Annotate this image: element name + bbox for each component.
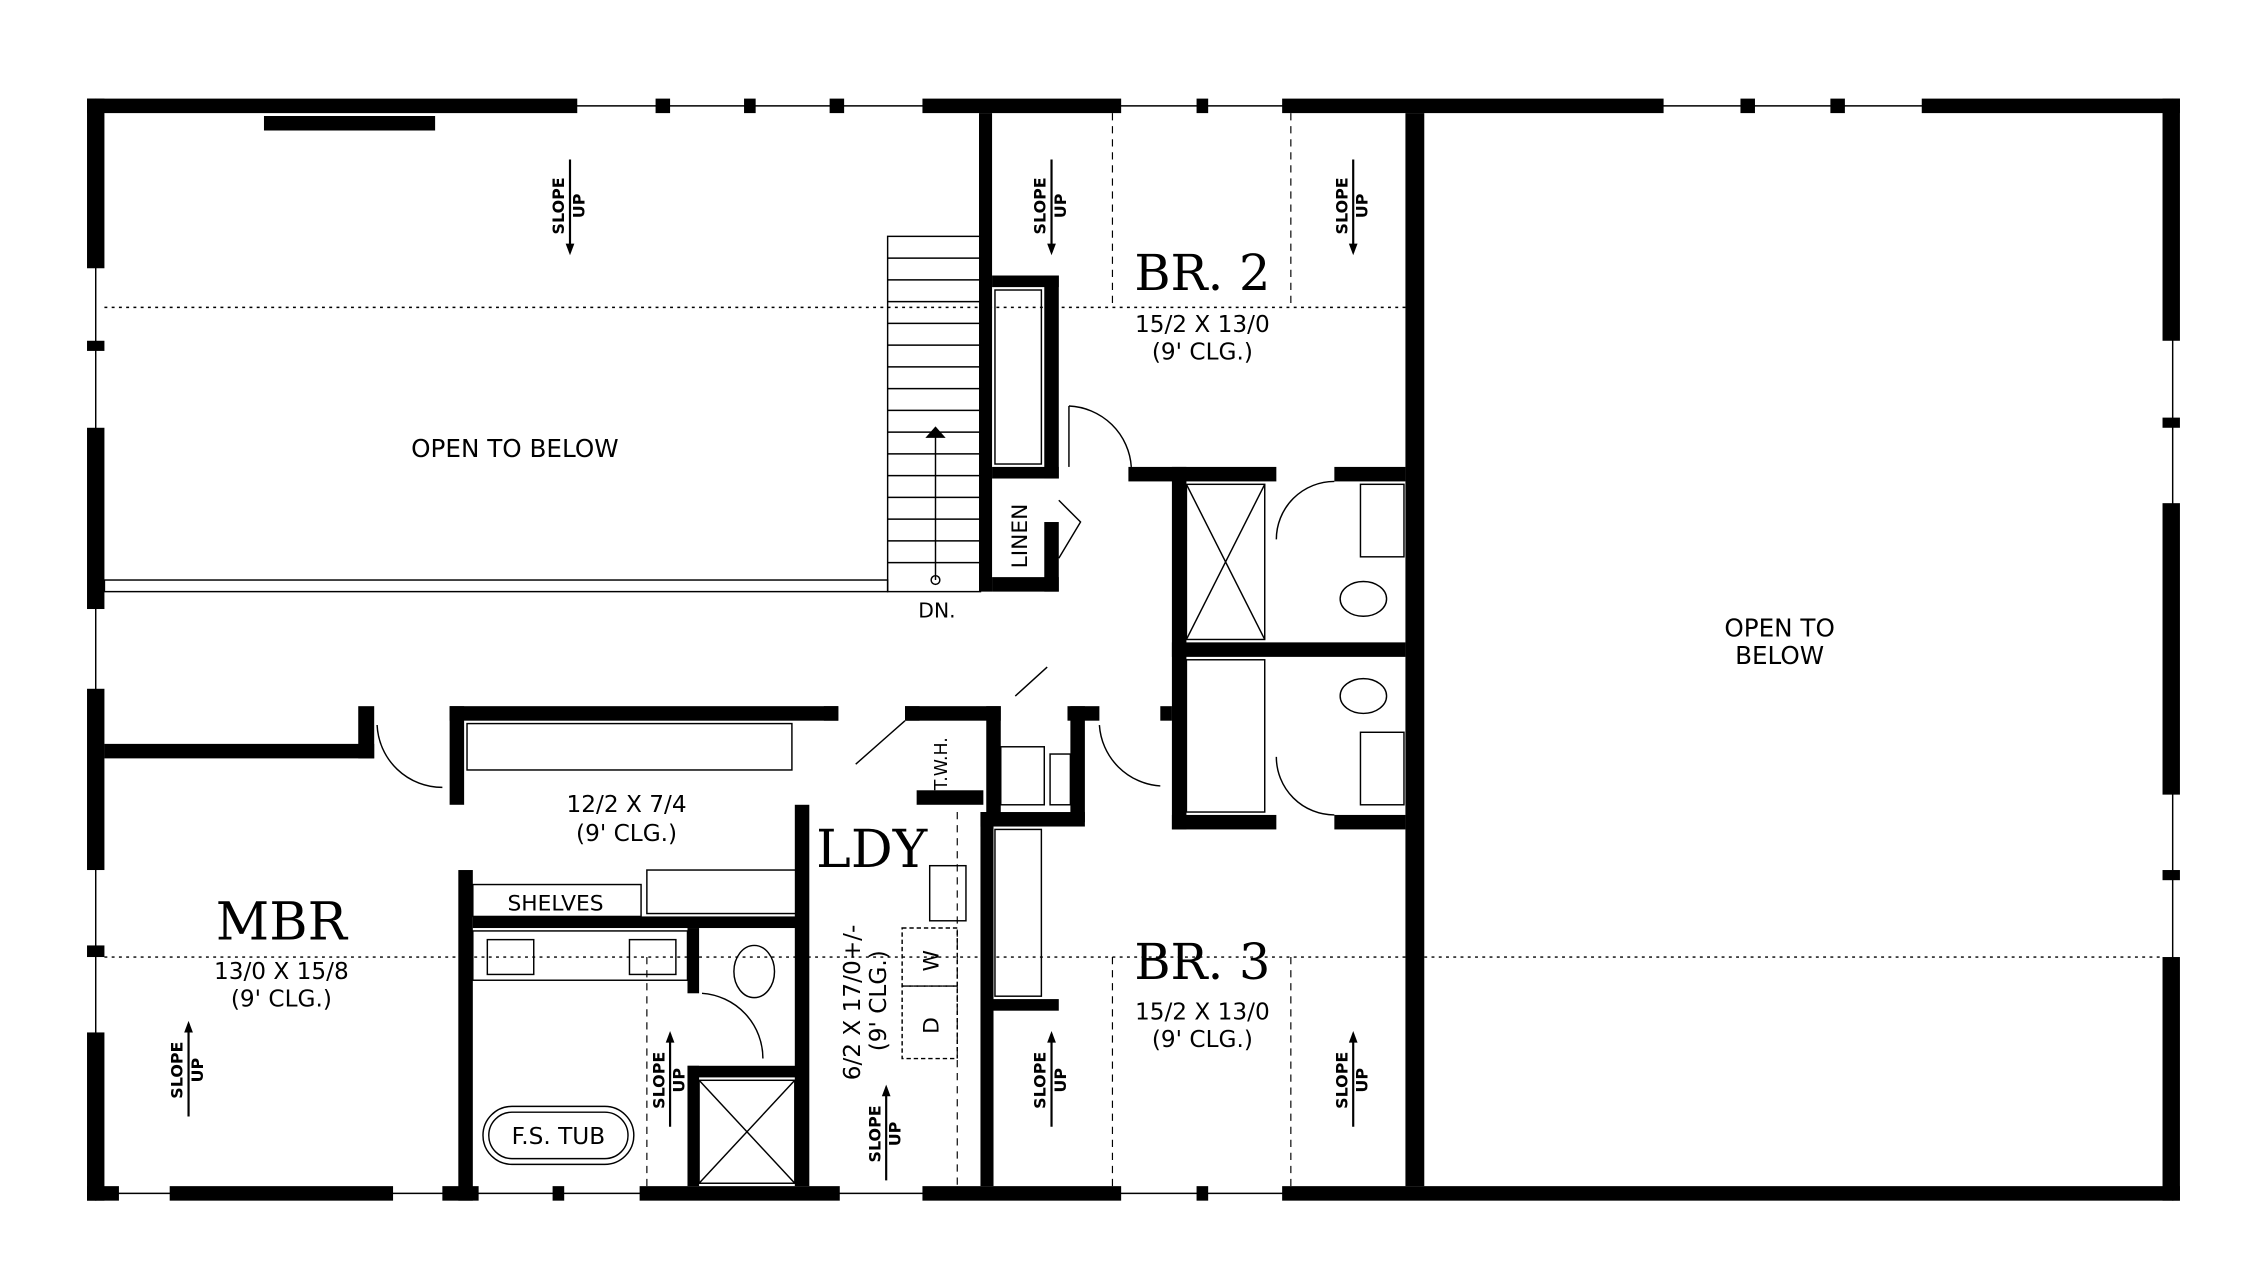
br3-name: BR. 3 [1134,933,1270,991]
svg-text:UP: UP [1353,193,1372,218]
svg-text:SLOPE: SLOPE [1332,177,1351,234]
shelves-label: SHELVES [507,892,603,917]
svg-text:UP: UP [188,1058,207,1083]
arrow-icon [1348,243,1358,256]
stairs-dn-label: DN. [918,599,955,623]
arrow-icon [1047,1030,1056,1043]
ldy-name: LDY [816,820,928,880]
open-to-below-left: OPEN TO BELOW [411,434,618,463]
svg-text:SLOPE: SLOPE [649,1052,668,1109]
svg-text:SLOPE: SLOPE [1031,177,1050,234]
mbr-dims: 13/0 X 15/8 [214,958,349,985]
svg-text:SLOPE: SLOPE [1332,1052,1351,1109]
ldy-clg: (9' CLG.) [865,950,892,1051]
open-to-below-right-2: BELOW [1735,641,1824,670]
mbr-name: MBR [216,893,349,953]
arrow-icon [184,1020,193,1033]
doors [376,405,1335,1059]
washer-label: W [919,950,944,972]
svg-text:SLOPE: SLOPE [168,1042,187,1099]
linen-label: LINEN [1008,504,1033,569]
dryer-label: D [919,1017,944,1034]
room-labels: OPEN TO BELOW OPEN TO BELOW BR. 2 15/2 X… [214,244,1835,1150]
closet-rods [466,289,1043,997]
br2-name: BR. 2 [1134,244,1270,302]
br3-clg: (9' CLG.) [1152,1026,1253,1053]
closet-clg: (9' CLG.) [576,820,677,847]
arrow-icon [1047,243,1056,256]
svg-text:UP: UP [670,1068,689,1093]
closet-dims: 12/2 X 7/4 [567,791,687,818]
br3-dims: 15/2 X 13/0 [1135,998,1270,1025]
ldy-dims: 6/2 X 17/0+/- [839,925,866,1081]
svg-text:UP: UP [886,1121,905,1146]
svg-text:UP: UP [1051,1068,1070,1093]
svg-text:SLOPE: SLOPE [549,177,568,234]
svg-text:UP: UP [570,193,589,218]
br2-clg: (9' CLG.) [1152,339,1253,366]
arrow-icon [1348,1030,1358,1043]
arrow-icon [665,1030,675,1043]
twh-label: T.W.H. [932,737,952,791]
svg-text:UP: UP [1353,1068,1372,1093]
br2-dims: 15/2 X 13/0 [1135,311,1270,338]
mbr-clg: (9' CLG.) [231,985,332,1012]
svg-text:SLOPE: SLOPE [1031,1052,1050,1109]
arrow-icon [881,1084,891,1097]
stairs [103,235,2163,958]
svg-text:SLOPE: SLOPE [865,1105,884,1162]
arrow-icon [565,243,575,256]
tub-label: F.S. TUB [512,1123,605,1150]
interior-walls [104,113,1425,1201]
svg-text:UP: UP [1051,193,1070,218]
open-to-below-right-1: OPEN TO [1724,614,1835,643]
bath-fixtures [472,483,1405,1184]
